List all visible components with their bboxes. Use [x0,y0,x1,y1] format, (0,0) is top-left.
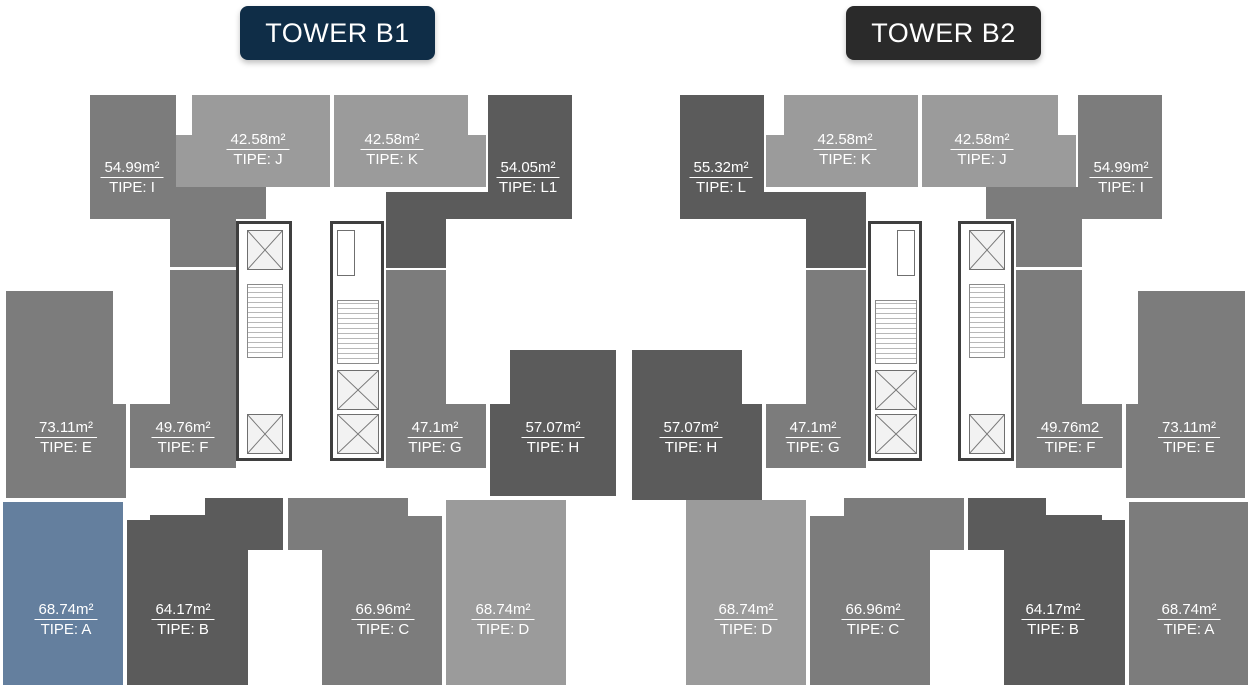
b2-stair-1 [875,300,917,364]
b1-lift-3 [337,370,379,410]
unit-b2-j[interactable] [922,95,1058,187]
unit-b2-b-top[interactable] [1004,515,1102,525]
b1-stair-2 [337,300,379,364]
b2-stair-2 [969,284,1005,358]
b1-stair-1 [247,284,283,358]
unit-b1-h-ext[interactable] [490,404,616,496]
unit-b1-g-ext[interactable] [386,404,486,468]
unit-b1-i-stem[interactable] [170,210,236,267]
b1-lift-1 [247,230,283,270]
unit-b1-k[interactable] [334,95,468,187]
unit-b1-j[interactable] [192,95,330,187]
unit-b1-k-notch[interactable] [466,135,486,187]
unit-b2-a[interactable] [1129,502,1248,685]
unit-b2-e-ext[interactable] [1126,404,1245,498]
b1-lift-4 [337,414,379,454]
b2-lift-3 [969,230,1005,270]
unit-b1-b-wing[interactable] [205,498,283,550]
unit-b1-c-body[interactable] [322,516,442,685]
b1-core-left [236,221,292,461]
unit-b1-f-ext[interactable] [130,404,236,468]
unit-b1-a[interactable] [3,502,123,685]
unit-b2-k[interactable] [784,95,918,187]
b2-shaft [897,230,915,276]
unit-b1-b-top[interactable] [150,515,248,525]
unit-b1-j-notch[interactable] [176,135,196,187]
b2-lift-4 [969,414,1005,454]
unit-b2-g-ext[interactable] [766,404,866,468]
unit-b2-d[interactable] [686,500,806,685]
unit-b2-b-wing[interactable] [968,498,1046,550]
unit-b2-f-ext[interactable] [1016,404,1122,468]
b2-core-left [868,221,922,461]
b2-lift-2 [875,414,917,454]
unit-b2-i-stem[interactable] [1016,210,1082,267]
b2-core-right [958,221,1014,461]
unit-b2-k-notch[interactable] [766,135,786,187]
unit-b2-l-stem[interactable] [806,210,866,268]
unit-b2-h-ext[interactable] [632,404,762,500]
unit-b1-e-ext[interactable] [6,404,126,498]
b1-core-right [330,221,384,461]
unit-b1-l1-stem[interactable] [386,210,446,268]
tower-b2-tab[interactable]: TOWER B2 [846,6,1041,60]
b1-shaft [337,230,355,276]
unit-b1-d[interactable] [446,500,566,685]
b1-lift-2 [247,414,283,454]
tower-b1-tab[interactable]: TOWER B1 [240,6,435,60]
unit-b2-c-body[interactable] [810,516,930,685]
b2-lift-1 [875,370,917,410]
unit-b2-j-notch[interactable] [1056,135,1076,187]
